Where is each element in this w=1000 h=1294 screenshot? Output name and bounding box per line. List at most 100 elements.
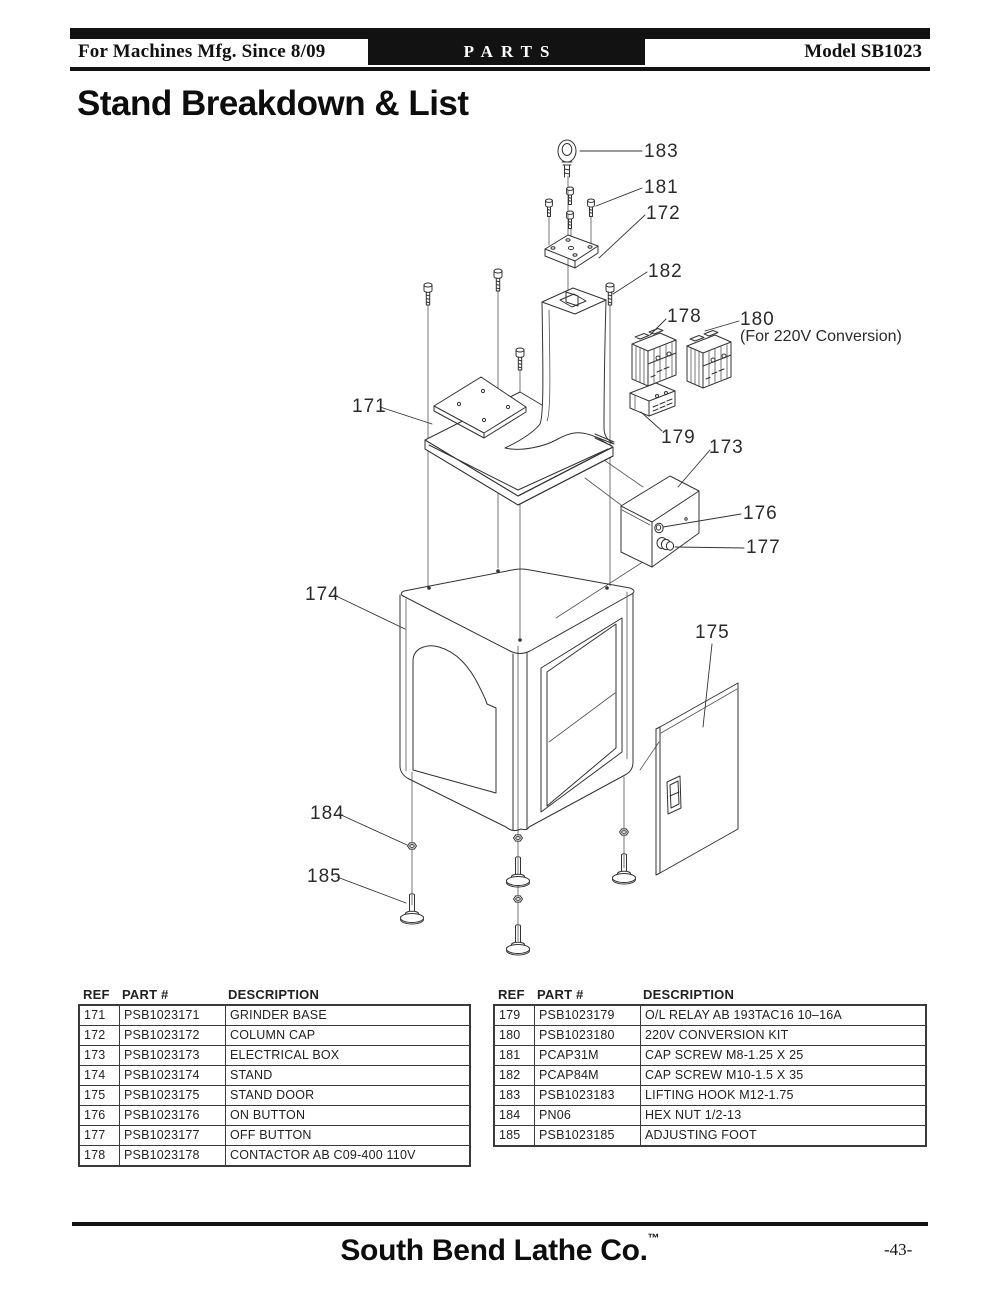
page-title: Stand Breakdown & List	[77, 84, 469, 123]
part-callout-175: 175	[695, 622, 730, 643]
part-electrical-box	[620, 475, 700, 568]
part-hex-nut	[513, 834, 523, 842]
column-header: DESCRIPTION	[228, 986, 320, 1002]
header-model-text: Model SB1023	[804, 41, 922, 62]
part-callout-183: 183	[644, 141, 679, 162]
part-callout-185: 185	[307, 866, 342, 887]
part-number-cell: PSB1023183	[534, 1086, 640, 1105]
description-cell: CAP SCREW M10-1.5 X 35	[640, 1066, 925, 1085]
part-contactor-110v	[631, 328, 677, 387]
description-cell: OFF BUTTON	[225, 1126, 469, 1145]
part-lifting-hook	[557, 139, 577, 178]
part-callout-181: 181	[644, 177, 679, 198]
description-cell: GRINDER BASE	[225, 1006, 469, 1025]
column-header: DESCRIPTION	[643, 986, 735, 1002]
header-left-text: For Machines Mfg. Since 8/09	[78, 41, 326, 62]
ref-cell: 183	[499, 1088, 521, 1102]
description-cell: CAP SCREW M8-1.25 X 25	[640, 1046, 925, 1065]
part-hex-nut	[619, 828, 629, 836]
part-overload-relay	[629, 382, 676, 417]
ref-cell: 174	[84, 1068, 106, 1082]
part-stand	[399, 568, 635, 832]
part-callout-182: 182	[648, 261, 683, 282]
page-number: -43-	[884, 1240, 913, 1259]
part-number-cell: PSB1023176	[119, 1106, 225, 1125]
footer-rule	[72, 1222, 928, 1226]
part-stand-door	[655, 682, 739, 876]
part-callout-176: 176	[743, 503, 778, 524]
cap-screw-m8	[545, 198, 553, 217]
description-cell: LIFTING HOOK M12-1.75	[640, 1086, 925, 1105]
description-cell: STAND DOOR	[225, 1086, 469, 1105]
ref-cell: 185	[499, 1128, 521, 1142]
part-number-cell: PCAP31M	[534, 1046, 640, 1065]
part-callout-173: 173	[709, 437, 744, 458]
table-header-row: REF PART # DESCRIPTION	[78, 984, 471, 1004]
part-callout-180: 180	[740, 309, 775, 330]
part-callout-184: 184	[310, 803, 345, 824]
part-number-cell: PSB1023173	[119, 1046, 225, 1065]
part-number-cell: PSB1023171	[119, 1006, 225, 1025]
part-on-button	[654, 522, 664, 534]
cap-screw-m10	[515, 347, 525, 371]
table-header-row: REF PART # DESCRIPTION	[493, 984, 927, 1004]
ref-cell: 182	[499, 1068, 521, 1082]
part-callout-177: 177	[746, 537, 781, 558]
part-number-cell: PSB1023180	[534, 1026, 640, 1045]
alignment-lines	[411, 175, 660, 942]
part-hex-nut	[513, 895, 523, 903]
callout-leader-lines	[333, 150, 745, 904]
description-cell: 220V CONVERSION KIT	[640, 1026, 925, 1045]
part-callout-172: 172	[646, 203, 681, 224]
trademark-symbol: ™	[647, 1231, 660, 1245]
part-column-cap	[544, 234, 599, 269]
ref-cell: 178	[84, 1148, 106, 1162]
description-cell: STAND	[225, 1066, 469, 1085]
part-callout-174: 174	[305, 584, 340, 605]
column-header: PART #	[537, 986, 584, 1002]
column-header: REF	[83, 986, 110, 1002]
part-number-cell: PN06	[534, 1106, 640, 1125]
footer-brand: South Bend Lathe Co.™	[0, 1231, 1000, 1268]
part-number-cell: PSB1023174	[119, 1066, 225, 1085]
ref-cell: 175	[84, 1088, 106, 1102]
cap-screw-m10	[493, 268, 503, 292]
brand-text: South Bend Lathe Co.	[340, 1234, 648, 1267]
ref-cell: 176	[84, 1108, 106, 1122]
column-header: REF	[498, 986, 525, 1002]
ref-cell: 179	[499, 1008, 521, 1022]
cap-screw-m10	[423, 282, 433, 306]
base-front-edges	[424, 439, 614, 506]
part-callout-178: 178	[667, 306, 702, 327]
column-header: PART #	[122, 986, 169, 1002]
ref-cell: 177	[84, 1128, 106, 1142]
header-section-banner: PARTS	[368, 39, 645, 65]
ref-cell: 181	[499, 1048, 521, 1062]
description-cell: HEX NUT 1/2-13	[640, 1106, 925, 1125]
header-top-bar	[70, 28, 930, 39]
part-number-cell: PSB1023179	[534, 1006, 640, 1025]
conversion-note: (For 220V Conversion)	[740, 328, 902, 345]
part-callout-171: 171	[352, 396, 387, 417]
stand-door-opening	[540, 617, 623, 813]
description-cell: CONTACTOR AB C09-400 110V	[225, 1146, 469, 1165]
description-cell: ON BUTTON	[225, 1106, 469, 1125]
part-number-cell: PSB1023185	[534, 1126, 640, 1145]
part-contactor-220v	[686, 330, 732, 389]
